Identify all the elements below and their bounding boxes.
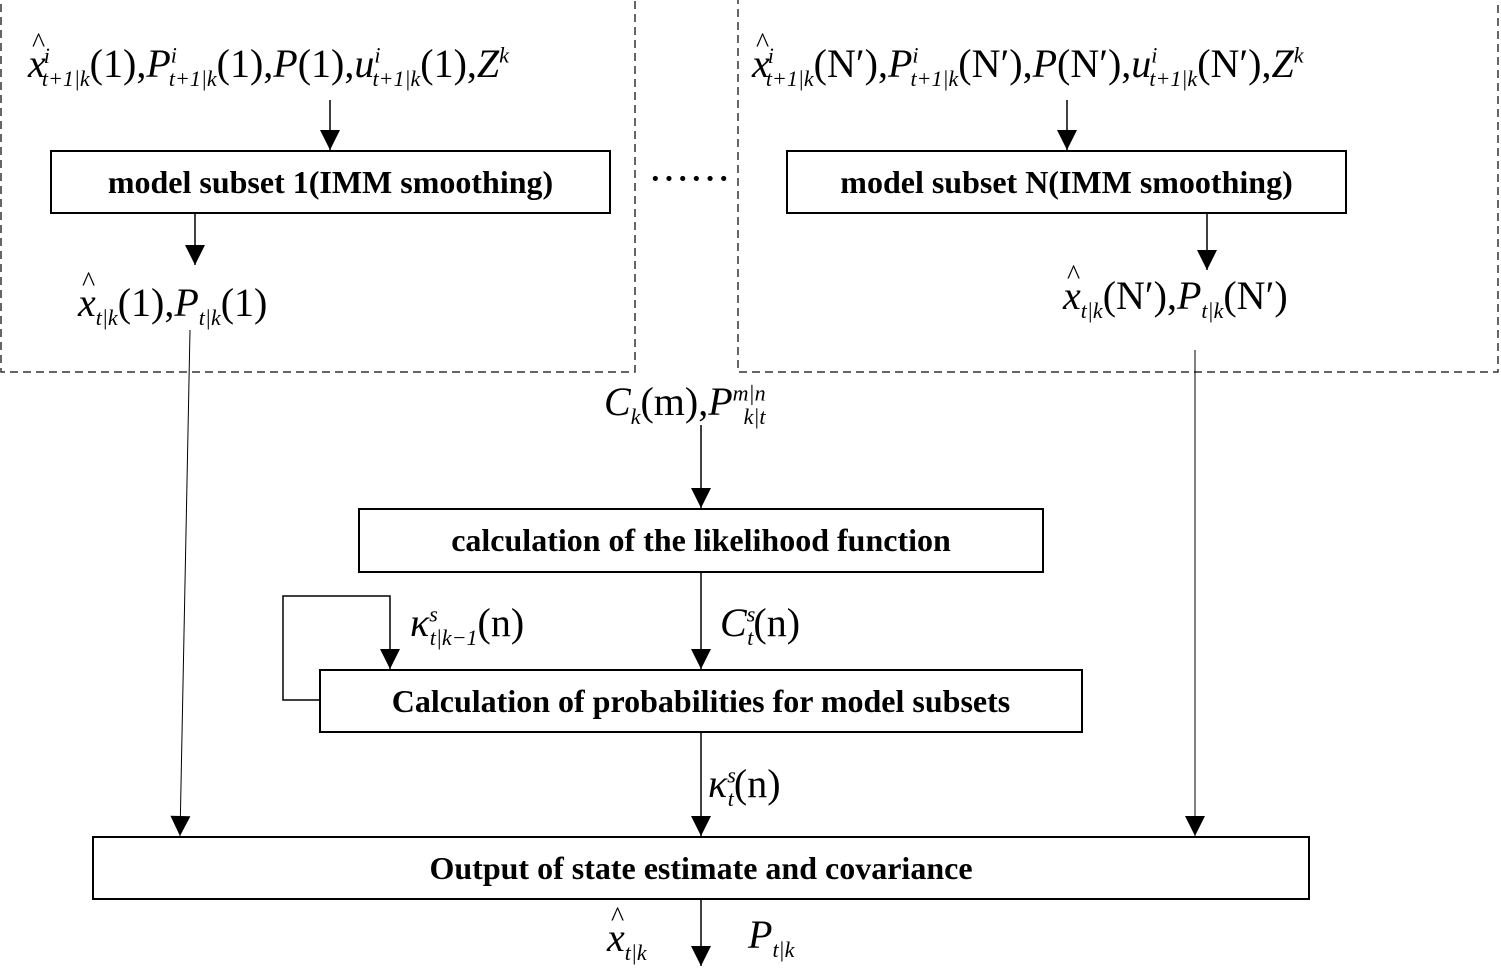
dashed-group-subset-1 — [0, 0, 636, 373]
transition-inputs: Ck(m),Pm|nk|t — [604, 379, 766, 429]
probabilities-box: Calculation of probabilities for model s… — [319, 669, 1083, 733]
output-box: Output of state estimate and covariance — [92, 836, 1310, 900]
likelihood-box: calculation of the likelihood function — [358, 508, 1044, 573]
final-state-estimate: xt|k — [607, 904, 647, 964]
dashed-group-subset-n — [737, 0, 1499, 373]
model-subset-n-box: model subset N(IMM smoothing) — [786, 150, 1347, 214]
subset-n-inputs: xit+1|k(N′),Pit+1|k(N′),P(N′),uit+1|k(N′… — [752, 30, 1304, 90]
feedback-loop — [282, 595, 400, 701]
arrow-subset-1-to-output-box — [170, 329, 191, 837]
subset-1-inputs: xit+1|k(1),Pit+1|k(1),P(1),uit+1|k(1),Zk — [28, 30, 509, 90]
prior-probability-label: κst|k−1(n) — [410, 600, 525, 650]
model-subset-1-box: model subset 1(IMM smoothing) — [50, 150, 611, 214]
final-covariance: Pt|k — [748, 912, 795, 962]
ellipsis: ······ — [650, 160, 733, 196]
subset-n-outputs: xt|k(N′),Pt|k(N′) — [1063, 262, 1288, 322]
likelihood-output-label: Cst(n) — [720, 600, 801, 650]
posterior-probability-label: κst(n) — [708, 761, 781, 811]
subset-1-outputs: xt|k(1),Pt|k(1) — [78, 269, 267, 329]
